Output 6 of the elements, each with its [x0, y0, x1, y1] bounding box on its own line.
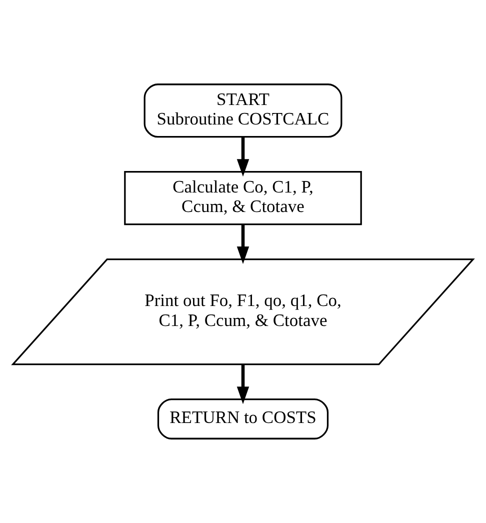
node-box: START Subroutine COSTCALC [144, 84, 342, 138]
arrow [236, 224, 250, 264]
arrow [236, 137, 250, 177]
node-box: RETURN to COSTS [157, 398, 329, 440]
arrow [236, 364, 250, 404]
node-box: Calculate Co, C1, P, Ccum, & Ctotave [124, 171, 362, 226]
